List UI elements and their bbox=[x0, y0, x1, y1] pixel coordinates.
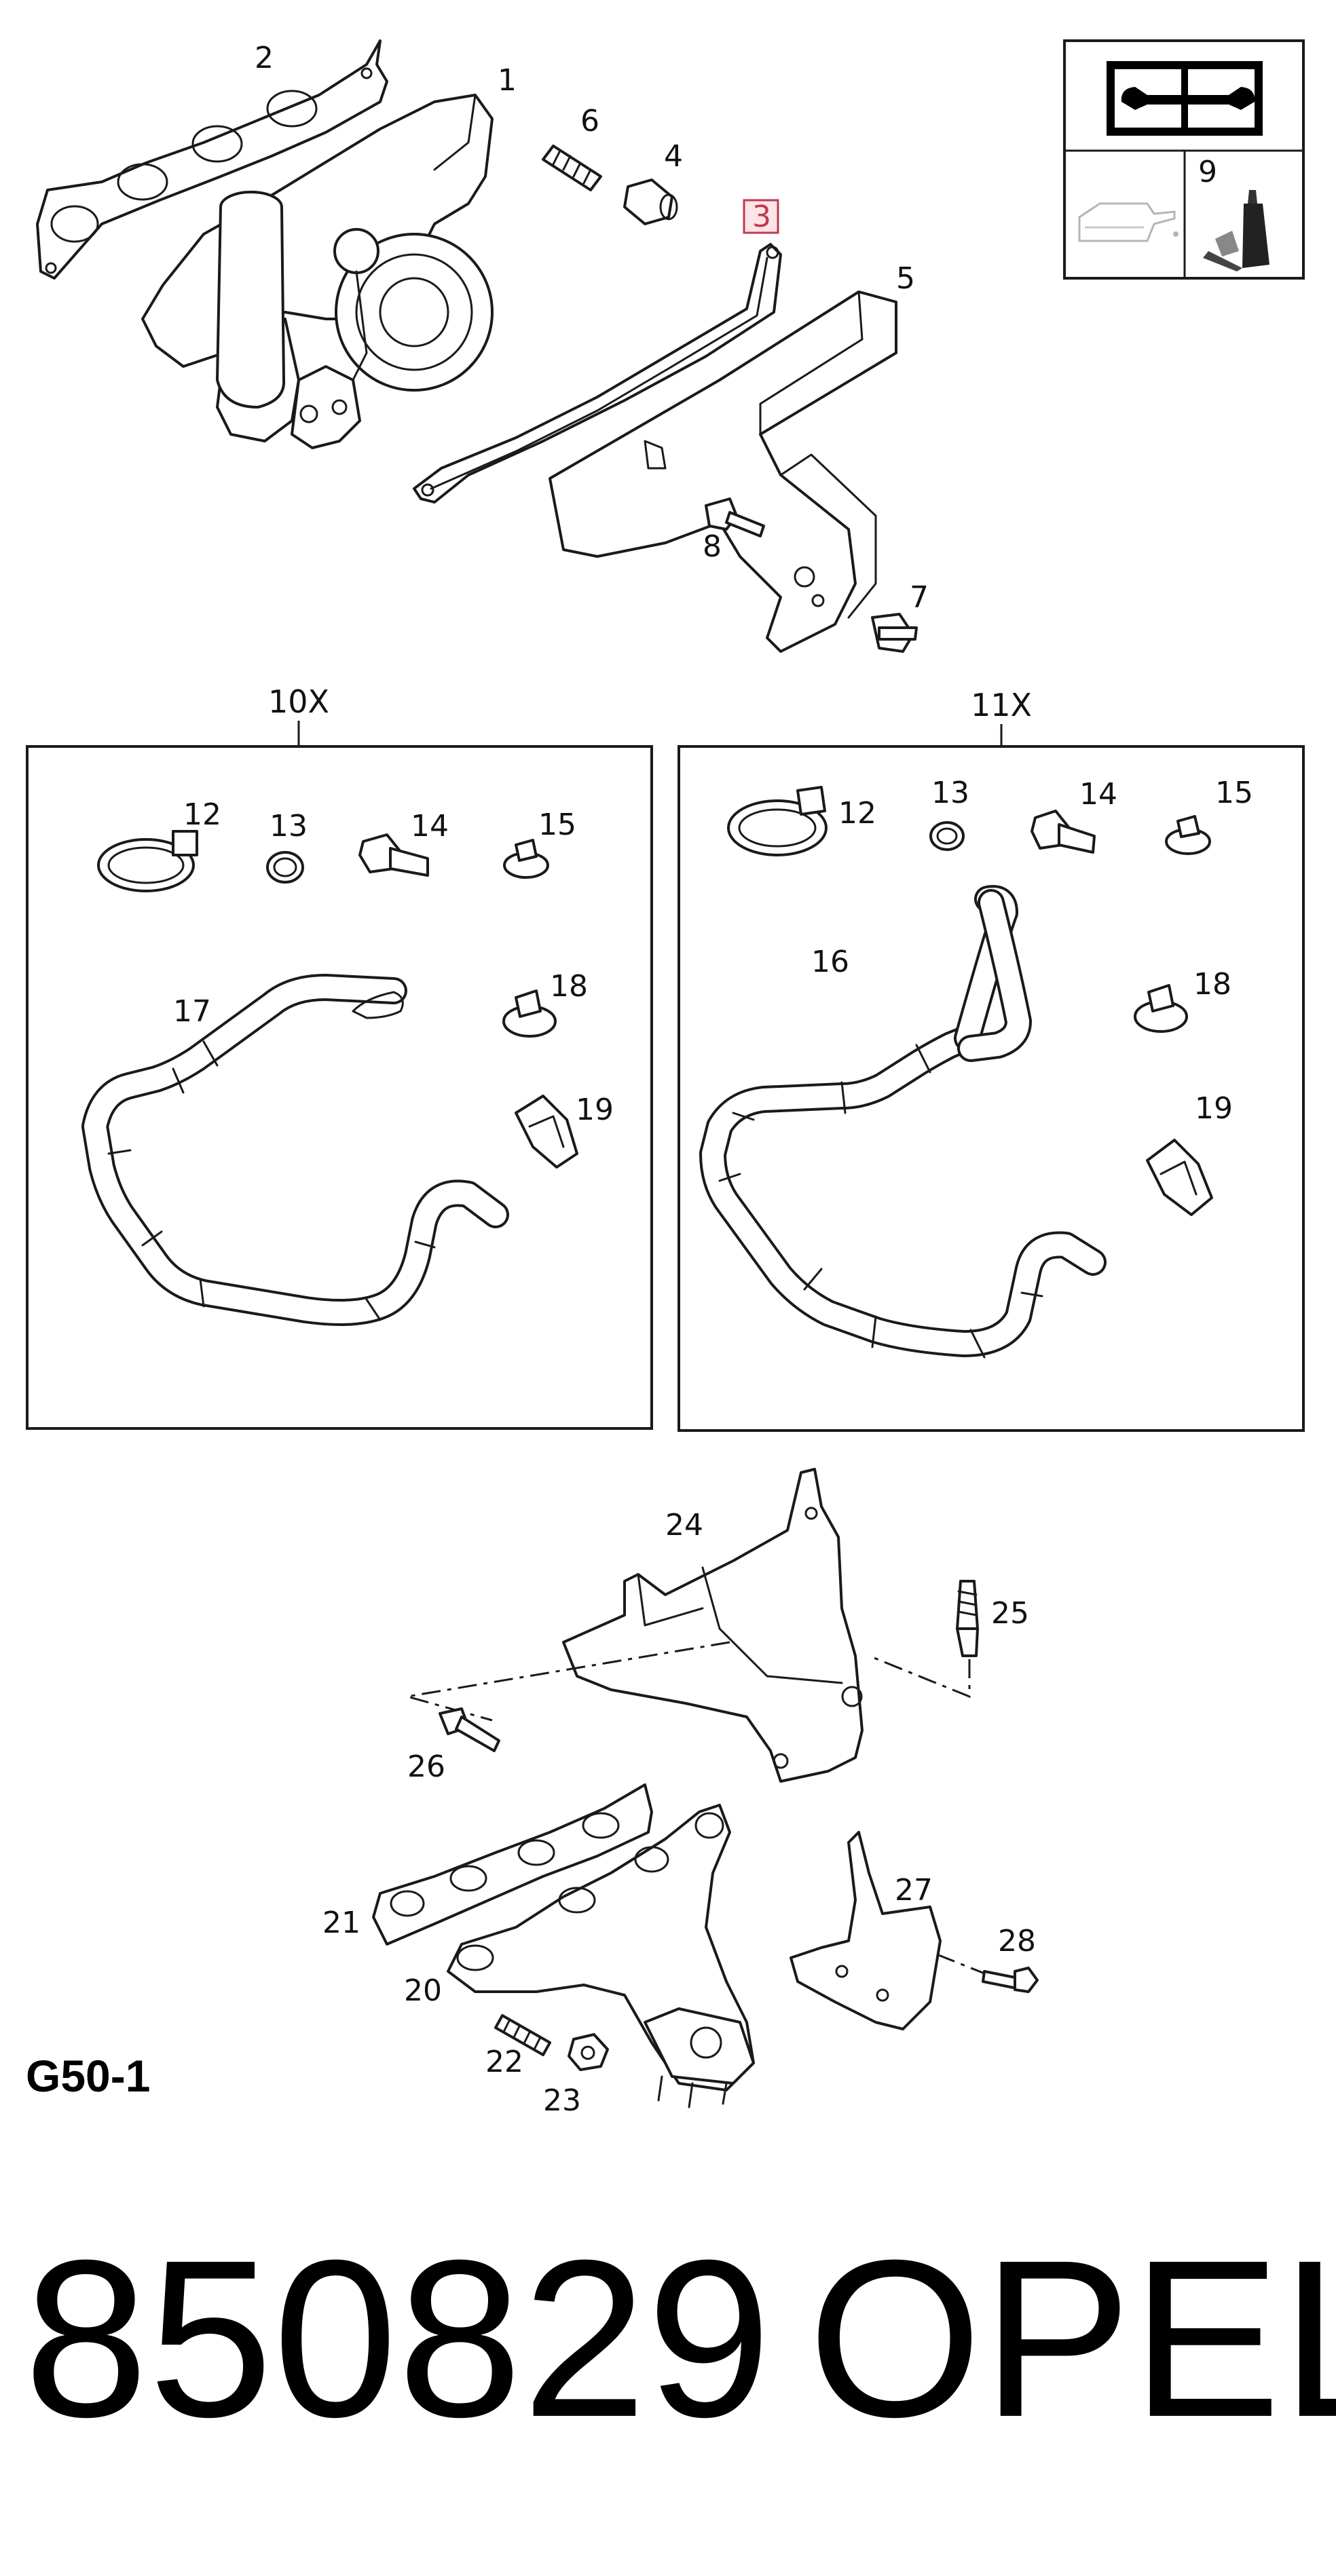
retaining-clip-part-19-right bbox=[1146, 1139, 1213, 1216]
hose-clamp-part-12-right bbox=[727, 786, 828, 856]
kit-label-10x: 10X bbox=[268, 683, 329, 720]
callout-1: 1 bbox=[498, 63, 517, 98]
service-icon-panel: 9 bbox=[1063, 39, 1305, 280]
section-label: G50-1 bbox=[26, 2051, 150, 2101]
callout-19-right: 19 bbox=[1195, 1091, 1233, 1126]
kit-label-11x: 11X bbox=[971, 687, 1032, 723]
callout-8: 8 bbox=[703, 529, 722, 564]
washer-part-13-right bbox=[929, 821, 965, 851]
leader-line-25 bbox=[868, 1654, 971, 1699]
callout-22: 22 bbox=[485, 2045, 523, 2079]
callout-4: 4 bbox=[664, 139, 683, 174]
hose-clamp-part-12 bbox=[97, 830, 198, 892]
banjo-bolt-part-14-right bbox=[1031, 810, 1096, 854]
callout-14-right: 14 bbox=[1079, 777, 1117, 812]
exhaust-manifold-group: 24 25 26 21 bbox=[322, 1468, 1039, 2118]
oil-can-icon bbox=[1078, 202, 1179, 242]
manifold-gasket-part-21 bbox=[372, 1783, 653, 1946]
kit-box-11x: 11X 12 13 14 15 bbox=[678, 687, 1305, 1432]
callout-3: 3 bbox=[752, 200, 771, 234]
bolt-part-7 bbox=[871, 613, 918, 653]
spring-clip-part-18-right bbox=[1134, 984, 1188, 1033]
book-wrench-icon bbox=[1107, 61, 1263, 136]
brand-name: OPEL bbox=[808, 2213, 1336, 2463]
callout-17: 17 bbox=[173, 994, 211, 1029]
callout-18-left: 18 bbox=[550, 969, 588, 1004]
callout-20: 20 bbox=[404, 1973, 442, 2008]
callout-19-left: 19 bbox=[576, 1093, 614, 1127]
callout-2: 2 bbox=[255, 41, 274, 75]
bracket-part-27 bbox=[790, 1831, 942, 2030]
callout-6: 6 bbox=[580, 104, 599, 138]
callout-27: 27 bbox=[895, 1873, 933, 1908]
turbocharger-part-1 bbox=[141, 94, 494, 449]
callout-24: 24 bbox=[665, 1508, 703, 1542]
callout-13-left: 13 bbox=[270, 809, 308, 844]
callout-18-right: 18 bbox=[1193, 967, 1231, 1002]
part-number: 850829 bbox=[24, 2213, 771, 2463]
stud-part-6 bbox=[542, 145, 602, 191]
callout-21: 21 bbox=[322, 1906, 360, 1940]
callout-12-left: 12 bbox=[183, 797, 221, 832]
heat-shield-part-24 bbox=[562, 1468, 864, 1783]
spring-clip-part-15-right bbox=[1165, 815, 1211, 855]
callout-15-left: 15 bbox=[538, 808, 576, 842]
exhaust-manifold-part-20 bbox=[447, 1804, 755, 2108]
nut-part-23 bbox=[568, 2033, 609, 2071]
oil-hose-part-17 bbox=[81, 974, 509, 1326]
callout-26: 26 bbox=[407, 1749, 445, 1784]
heat-shield-part-5 bbox=[549, 290, 897, 653]
gasket-part-3 bbox=[413, 243, 782, 504]
callout-13-right: 13 bbox=[931, 776, 969, 810]
callout-28: 28 bbox=[998, 1924, 1036, 1958]
retaining-clip-part-19-left bbox=[515, 1095, 578, 1169]
kit-box-10x: 10X 12 13 14 15 bbox=[26, 683, 653, 1430]
callout-16: 16 bbox=[811, 945, 849, 979]
spring-clip-part-18-left bbox=[502, 989, 557, 1038]
stud-part-22 bbox=[494, 2014, 551, 2056]
callout-25: 25 bbox=[991, 1596, 1029, 1631]
highlight-box-3 bbox=[743, 199, 779, 234]
callout-23: 23 bbox=[543, 2083, 581, 2118]
bolt-part-28 bbox=[982, 1967, 1039, 1993]
bolt-part-26 bbox=[439, 1707, 500, 1752]
oil-hose-part-16 bbox=[699, 885, 1107, 1359]
callout-9: 9 bbox=[1198, 155, 1217, 189]
callout-14-left: 14 bbox=[411, 809, 449, 844]
callout-12-right: 12 bbox=[838, 796, 876, 831]
stud-part-25 bbox=[956, 1580, 979, 1657]
callout-5: 5 bbox=[896, 261, 915, 296]
turbocharger-group: 1 2 3 4 5 6 7 8 bbox=[36, 39, 929, 653]
leader-line-28 bbox=[936, 1953, 988, 1976]
bolt-part-8 bbox=[705, 497, 765, 537]
washer-part-13-left bbox=[266, 851, 304, 884]
callout-15-right: 15 bbox=[1215, 776, 1253, 810]
sealant-tube-icon bbox=[1203, 190, 1269, 271]
banjo-bolt-part-14-left bbox=[358, 833, 429, 877]
spring-clip-part-15-left bbox=[503, 839, 549, 879]
callout-7: 7 bbox=[910, 580, 929, 615]
nut-part-4 bbox=[623, 178, 678, 225]
manifold-gasket-part-2 bbox=[36, 39, 388, 280]
